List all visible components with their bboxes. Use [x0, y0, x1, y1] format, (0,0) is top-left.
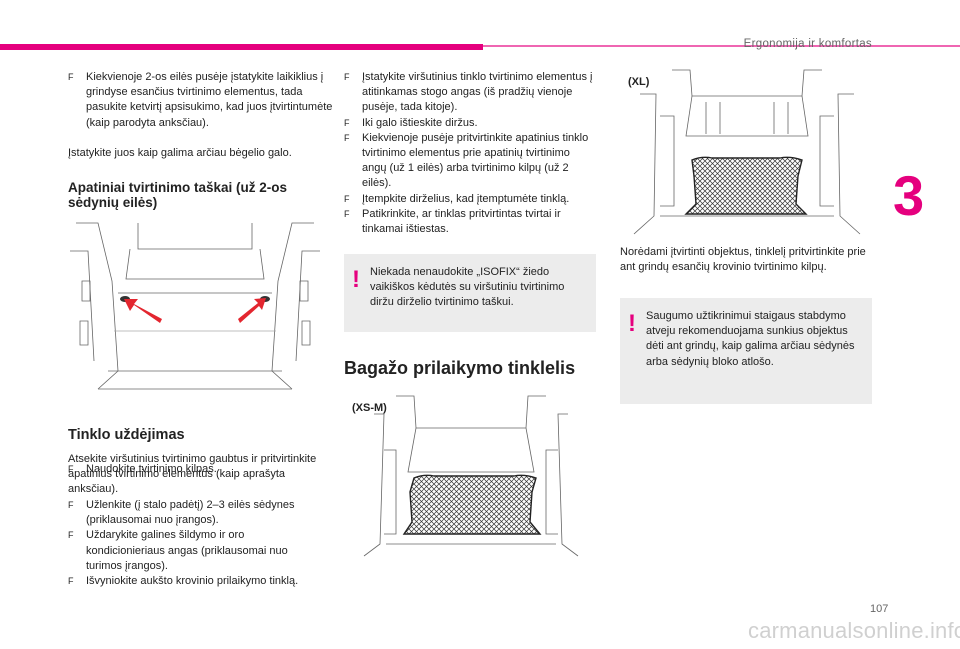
header-accent-bar — [0, 44, 483, 50]
bullet-marker: F — [68, 72, 74, 82]
bullet-text: Kiekvienoje pusėje pritvirtinkite apatin… — [362, 131, 589, 190]
instruction-bullet: F Patikrinkite, ar tinklas pritvirtintas… — [344, 207, 594, 237]
instruction-bullet: F Naudokite tvirtinimo kilpas. — [68, 462, 342, 477]
paragraph: Norėdami įtvirtinti objektus, tinklelį p… — [620, 246, 866, 274]
figure-label: (XL) — [628, 76, 650, 88]
cargo-net — [402, 474, 542, 535]
watermark: carmanualsonline.info — [748, 618, 960, 643]
bullet-marker: F — [344, 72, 350, 82]
section-heading: Bagažo prilaikymo tinklelis — [344, 358, 576, 378]
paragraph: Įstatykite juos kaip galima arčiau bėgel… — [68, 147, 292, 159]
cargo-net-illustration — [363, 395, 579, 557]
figure-label: (XS-M) — [352, 402, 387, 414]
bullet-text: Įtempkite dirželius, kad įtemptumėte tin… — [362, 192, 570, 205]
instruction-bullet: F Išvyniokite aukšto krovinio prilaikymo… — [68, 574, 326, 589]
instruction-bullet: F Kiekvienoje pusėje pritvirtinkite apat… — [344, 131, 594, 192]
figure-net-xs-m: (XS-M) — [344, 394, 598, 558]
figure-anchor-points — [68, 221, 322, 391]
figure-net-xl: (XL) — [620, 66, 874, 236]
bullet-text: Naudokite tvirtinimo kilpas. — [86, 462, 217, 475]
bullet-text: Išvyniokite aukšto krovinio prilaikymo t… — [86, 575, 299, 588]
bullet-marker: F — [344, 193, 350, 204]
section-heading: Apatiniai tvirtinimo taškai (už 2-os sėd… — [68, 180, 288, 210]
bullet-marker: F — [344, 117, 350, 128]
cargo-net — [684, 156, 808, 215]
bullet-marker: F — [344, 208, 350, 219]
page-number: 107 — [870, 603, 889, 615]
section-heading: Tinklo uždėjimas — [68, 427, 185, 443]
header-rule — [483, 45, 960, 47]
bullet-marker: F — [68, 530, 74, 541]
warning-text: Niekada nenaudokite „ISOFIX“ žiedo vaiki… — [370, 266, 565, 309]
instruction-list: F Įstatykite viršutinius tinklo tvirtini… — [344, 70, 594, 237]
paragraph: Atsekite viršutinius tvirtinimo gaubtus … — [68, 453, 317, 496]
chapter-number: 3 — [893, 164, 925, 227]
bullet-marker: F — [68, 463, 74, 474]
instruction-list: F Užlenkite (į stalo padėtį) 2–3 eilės s… — [68, 498, 326, 589]
bullet-marker: F — [344, 132, 350, 143]
arrow-icon — [238, 298, 266, 323]
instruction-bullet: F Iki galo ištieskite diržus. — [344, 116, 594, 131]
bullet-text: Iki galo ištieskite diržus. — [362, 116, 478, 129]
bullet-text: Užlenkite (į stalo padėtį) 2–3 eilės sėd… — [86, 499, 295, 527]
warning-icon: ! — [352, 266, 360, 293]
warning-box: ! Niekada nenaudokite „ISOFIX“ žiedo vai… — [344, 254, 596, 332]
bullet-text: Įstatykite viršutinius tinklo tvirtinimo… — [362, 71, 593, 114]
instruction-bullet: F Užlenkite (į stalo padėtį) 2–3 eilės s… — [68, 498, 326, 528]
bullet-text: Kiekvienoje 2-os eilės pusėje įstatykite… — [86, 71, 333, 129]
cargo-net-illustration — [633, 69, 861, 235]
bullet-text: Uždarykite galines šildymo ir oro kondic… — [86, 529, 288, 572]
arrow-icon — [124, 299, 162, 323]
bullet-marker: F — [68, 576, 74, 587]
warning-icon: ! — [628, 310, 636, 337]
bullet-text: Patikrinkite, ar tinklas pritvirtintas t… — [362, 207, 561, 236]
bullet-marker: F — [68, 500, 74, 510]
instruction-bullet: F Įstatykite viršutinius tinklo tvirtini… — [344, 70, 594, 116]
warning-text: Saugumo užtikrinimui staigaus stabdymo a… — [646, 310, 855, 368]
warning-box: ! Saugumo užtikrinimui staigaus stabdymo… — [620, 298, 872, 404]
instruction-bullet: F Uždarykite galines šildymo ir oro kond… — [68, 528, 326, 574]
instruction-bullet: F Įtempkite dirželius, kad įtemptumėte t… — [344, 192, 594, 207]
instruction-bullet: F Kiekvienoje 2-os eilės pusėje įstatyki… — [68, 70, 342, 131]
section-title: Ergonomija ir komfortas — [743, 38, 872, 50]
cargo-floor-illustration — [70, 222, 320, 390]
